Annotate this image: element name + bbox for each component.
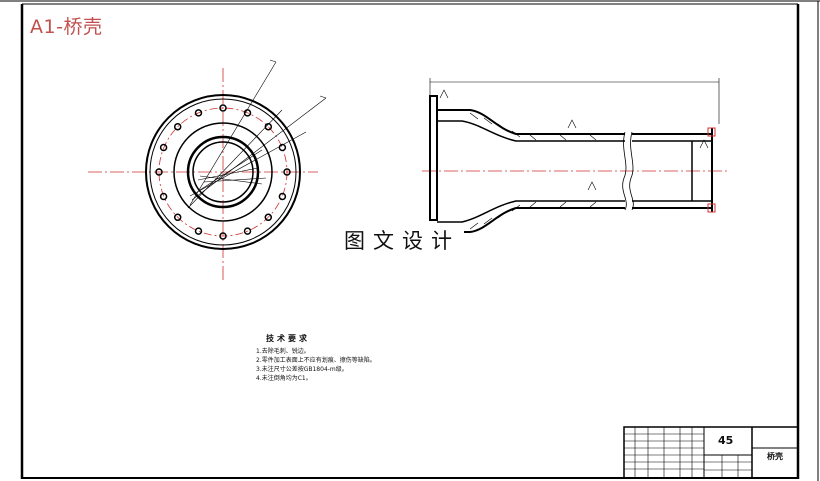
tech-req-item: 2.零件加工表面上不应有划痕、擦伤等缺陷。 (256, 357, 376, 364)
technical-requirements: 技术要求 1.去除毛刺、锐边。 2.零件加工表面上不应有划痕、擦伤等缺陷。 3.… (256, 334, 376, 383)
dimension-leaders (187, 59, 327, 209)
flange-inner-circle (149, 98, 297, 246)
surface-finish-marks (439, 89, 709, 191)
top-wall-hatch (469, 112, 597, 141)
bolt-circle (158, 107, 288, 237)
break-line-left (622, 131, 627, 211)
tech-req-item: 3.未注尺寸公差按GB1804-m级。 (256, 366, 348, 373)
top-wall-inner (437, 120, 625, 142)
bottom-wall-outer (437, 207, 625, 233)
flange-end-view (88, 59, 327, 282)
bottom-wall-hatch (469, 201, 597, 230)
watermark-text: 图文设计 (340, 224, 464, 256)
hub-outer-circle (173, 122, 273, 222)
bottom-wall-inner (437, 200, 625, 223)
flange-outer-circle (145, 94, 301, 250)
bolt-holes (155, 104, 291, 240)
title-block-material: 45 (718, 434, 734, 447)
tech-req-title: 技术要求 (266, 334, 310, 343)
tech-req-item: 1.去除毛刺、锐边。 (256, 348, 310, 355)
bore-inner-circle (192, 141, 254, 203)
drawing-title: A1-桥壳 (30, 16, 103, 38)
title-block (623, 426, 799, 479)
end-seal-top (707, 127, 716, 137)
housing-side-view (422, 78, 728, 233)
flange-plate (429, 95, 438, 221)
end-seal-bottom (707, 203, 716, 213)
tech-req-item: 4.未注倒角均为C1。 (256, 375, 312, 382)
bore-outer-circle (186, 135, 260, 209)
title-block-part-name: 桥壳 (767, 452, 783, 461)
